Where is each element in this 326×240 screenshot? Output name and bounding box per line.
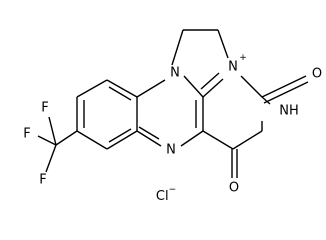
chloride-symbol: Cl [156,189,169,204]
positive-charge-label: + [239,53,247,63]
fluorine-bottom-label: F [39,173,46,188]
fluorine-top-label: F [41,101,48,116]
carbonyl-bonds [231,75,309,178]
nitrogen-ring-label: N [166,143,176,158]
pyrimidine-ring [202,75,271,150]
oxygen-upper-label: O [312,67,322,82]
nitrogen-atom-label: N [170,66,180,81]
trifluoromethyl-bonds [37,116,78,173]
imidazoline-ring [171,29,229,98]
chloride-counterion-label: Cl− [156,185,176,204]
chloride-charge: − [169,185,177,195]
benzene-ring [76,79,138,150]
amide-nh-label: NH [279,104,299,119]
oxygen-lower-label: O [229,181,239,196]
nitrogen-cation-label: N [228,60,238,75]
fluorine-left-label: F [23,127,30,142]
chemical-structure-diagram: N N + N NH O O F F F Cl− [23,29,322,204]
pyrazine-ring [136,75,204,147]
